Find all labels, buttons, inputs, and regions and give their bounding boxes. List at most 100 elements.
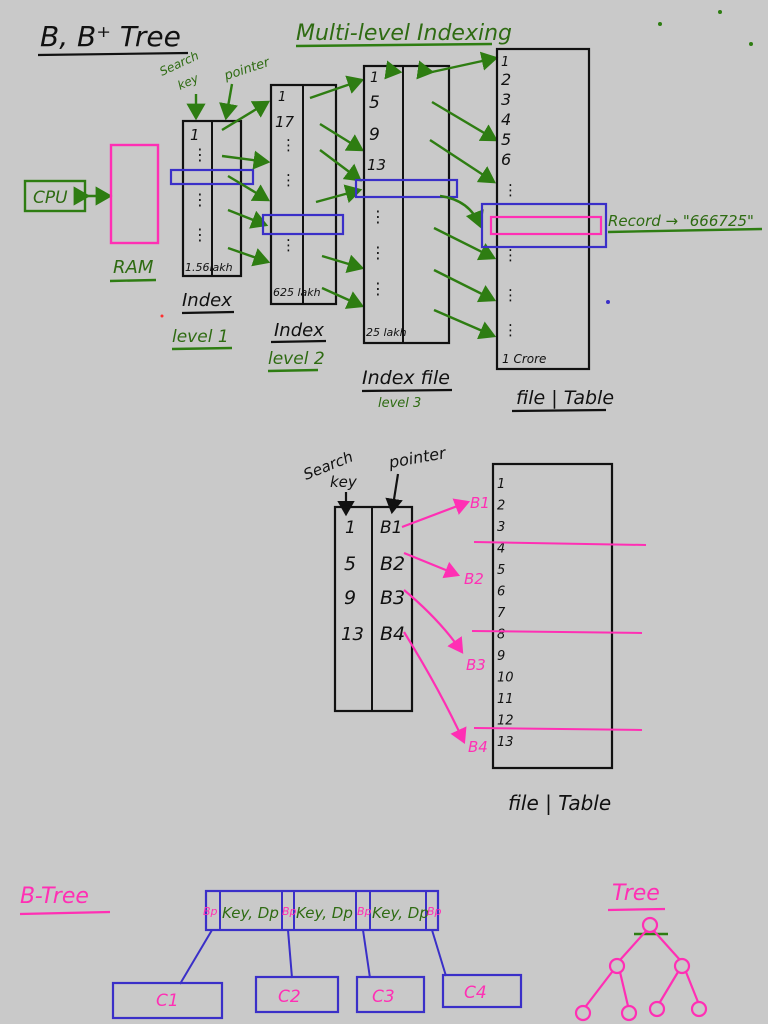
index-table-mid: [333, 505, 414, 713]
btree-link-2: [287, 929, 293, 979]
level2-level-underline: [267, 368, 319, 373]
btree-link-3: [362, 929, 371, 979]
mid-key-2: 5: [344, 553, 356, 575]
file-last-row: 1 Crore: [502, 352, 546, 366]
btree-cell-1: Key, Dp: [222, 904, 279, 922]
level1-name-underline: [181, 310, 235, 315]
title-underline: [37, 51, 189, 57]
level3-dots-1: ⋮: [370, 207, 386, 226]
pointer-arrow-mid: [385, 473, 403, 515]
ram-label: RAM: [113, 257, 154, 278]
file-name-top-underline: [511, 408, 607, 413]
file-mid-row: 6: [497, 585, 505, 600]
mid-key-4: 13: [341, 624, 364, 645]
section-heading: Multi-level Indexing: [296, 21, 512, 46]
file-dots-3: ⋮: [503, 286, 518, 304]
block-label-3: B3: [466, 656, 486, 674]
arrow-l2-l3-5: [321, 254, 365, 274]
file-mid-row: 3: [497, 520, 505, 535]
file-row-1: 1: [501, 55, 509, 70]
level3-key-2: 5: [369, 93, 380, 113]
file-row-5: 5: [501, 130, 511, 149]
level3-key-1: 1: [370, 70, 379, 86]
arrow-l3-file-1: [431, 51, 499, 74]
btree-child-4: [441, 973, 523, 1009]
arrow-l1-l2-3: [227, 174, 271, 202]
file-mid-row: 9: [497, 649, 505, 664]
level2-level: level 2: [268, 349, 325, 369]
arrow-l3-file-4: [439, 194, 484, 229]
btree-bp-2: Bp: [282, 905, 297, 918]
file-dots-2: ⋮: [503, 246, 518, 264]
pointer-label-mid: pointer: [386, 443, 448, 472]
file-row-6: 6: [501, 150, 511, 169]
mid-pointer-4: B4: [380, 623, 405, 645]
level1-level: level 1: [172, 327, 229, 347]
mid-pointer-3: B3: [380, 587, 405, 609]
btree-child-2: [254, 975, 340, 1014]
arrow-l3-file-2: [431, 100, 499, 142]
btree-child-1: [111, 981, 224, 1020]
page-title: B, B⁺ Tree: [40, 20, 181, 53]
mid-pointer-2: B2: [380, 553, 405, 575]
arrow-l1-l2-5: [227, 246, 271, 267]
file-row-2: 2: [501, 70, 511, 89]
arrow-l3-file-6: [433, 268, 497, 303]
block-divider-2: [471, 630, 643, 634]
file-table-top: [495, 47, 591, 371]
btree-child-3: [355, 975, 426, 1014]
btree-node: [204, 889, 440, 932]
level2-first-key: 1: [278, 90, 286, 105]
arrow-l3-file-3: [429, 138, 497, 184]
block-label-4: B4: [468, 738, 488, 756]
block-arrow-3: [403, 589, 464, 654]
mid-key-1: 1: [345, 518, 356, 538]
arrow-l3-file-5: [433, 226, 497, 261]
tree-label: Tree: [612, 881, 660, 906]
stray-dot-2: [718, 10, 722, 14]
level3-pointer-arrow-2: [416, 60, 435, 80]
stray-dot-1: [658, 22, 662, 26]
file-name-top: file | Table: [516, 387, 614, 409]
btree-bp-1: Bp: [203, 905, 218, 918]
level3-name: Index file: [362, 367, 450, 389]
file-mid-row: 13: [497, 735, 514, 750]
arrow-l2-l3-1: [309, 75, 365, 100]
record-label: Record → "666725": [608, 212, 754, 230]
btree-cell-2: Key, Dp: [296, 904, 353, 922]
index-level3-table: [362, 64, 451, 345]
file-mid-row: 5: [497, 563, 505, 578]
level3-level: level 3: [378, 396, 421, 411]
level2-second-key: 17: [275, 113, 295, 131]
file-row-4: 4: [501, 110, 511, 129]
level3-name-underline: [361, 388, 453, 393]
arrow-l1-l2-2: [221, 150, 271, 170]
block-arrow-4: [403, 631, 467, 744]
level2-name-underline: [270, 339, 327, 344]
file-row-3: 3: [501, 90, 511, 109]
block-divider-1: [473, 541, 647, 546]
block-divider-3: [473, 727, 643, 731]
btree-child-label-3: C3: [372, 987, 395, 1007]
tree-underline: [607, 907, 666, 912]
level3-pointer-arrow-1: [384, 60, 403, 80]
level3-dots-2: ⋮: [370, 243, 386, 262]
level1-first-key: 1: [190, 126, 200, 144]
file-mid-row: 8: [497, 628, 505, 643]
arrow-l2-l3-3: [319, 149, 362, 182]
btree-child-label-1: C1: [156, 991, 179, 1011]
btree-label: B-Tree: [20, 884, 89, 909]
file-table-mid: [491, 462, 614, 770]
file-dots-4: ⋮: [503, 321, 518, 339]
file-highlight-outer: [480, 202, 608, 249]
arrow-l2-l3-6: [321, 286, 365, 309]
arrow-l1-l2-4: [227, 208, 269, 229]
mid-key-3: 9: [344, 587, 356, 609]
file-dots-1: ⋮: [503, 181, 518, 199]
file-mid-row: 10: [497, 671, 514, 686]
stray-dot-4: [606, 300, 610, 304]
level2-last-key: 625 lakh: [273, 286, 321, 299]
level3-dots-3: ⋮: [370, 279, 386, 298]
level1-level-underline: [171, 346, 233, 351]
